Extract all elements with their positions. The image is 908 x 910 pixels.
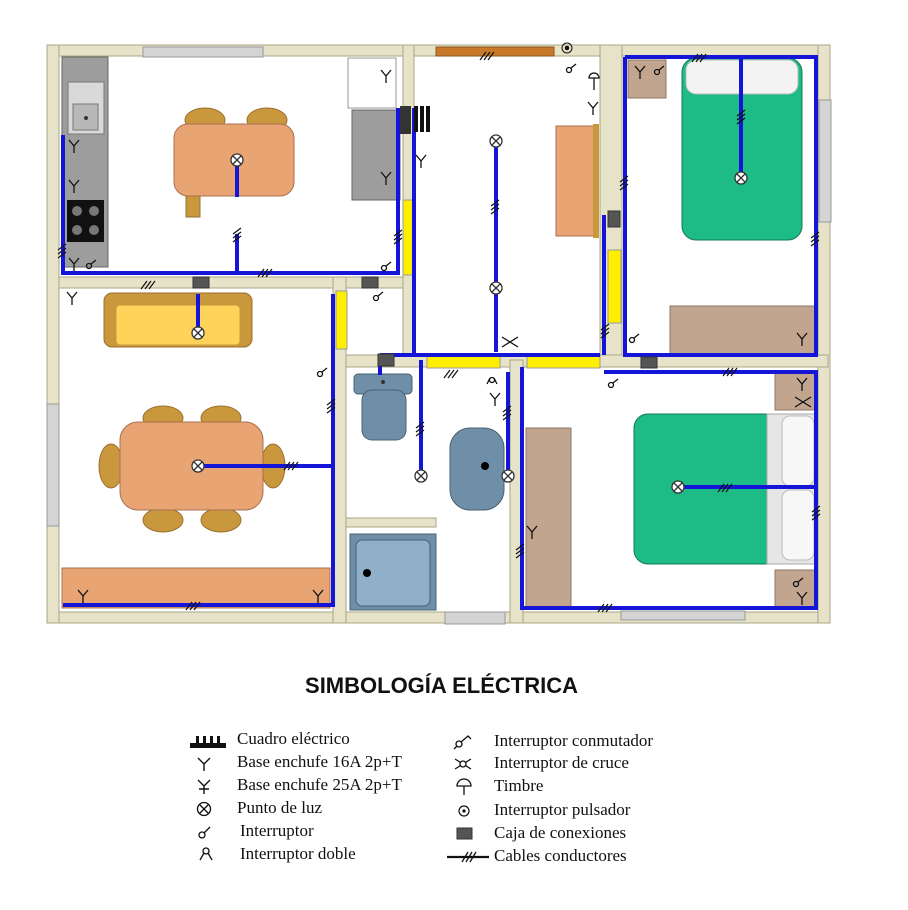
junction-box-icon <box>456 827 473 840</box>
socket-16a-icon <box>197 757 211 771</box>
cabinet-edge <box>593 124 599 238</box>
legend-label-cable-conductors: Cables conductores <box>494 846 627 865</box>
cable-ticks <box>57 51 821 613</box>
switch-icon <box>198 826 211 839</box>
hall-cabinet <box>555 125 597 237</box>
light-point-icon <box>196 801 212 817</box>
bedroom-1 <box>627 57 817 355</box>
doorbell-icon <box>456 778 472 795</box>
push-button-icon <box>458 805 470 817</box>
bathroom <box>349 373 505 611</box>
legend-label-junction-box: Caja de conexiones <box>494 823 627 842</box>
legend-label-push-button: Interruptor pulsador <box>494 800 631 819</box>
legend-label-doorbell: Timbre <box>494 776 544 795</box>
legend-label-switch: Interruptor <box>240 821 314 840</box>
legend-label-double-switch: Interruptor doble <box>240 844 356 863</box>
switches <box>85 42 812 588</box>
legend-label-cross-switch: Interruptor de cruce <box>494 753 629 772</box>
two-way-switch-icon <box>453 735 472 750</box>
dining-table <box>98 405 286 533</box>
electrical-panel-icon <box>190 736 226 748</box>
floor-plan <box>46 42 832 625</box>
junction-boxes <box>192 210 658 369</box>
electrical-panel <box>400 106 430 134</box>
double-switch-icon <box>199 847 213 861</box>
entrance-door <box>435 46 555 57</box>
legend-label-cuadro: Cuadro eléctrico <box>237 729 350 748</box>
legend-label-two-way-switch: Interruptor conmutador <box>494 731 654 750</box>
kitchen <box>61 56 401 268</box>
cross-switch-icon <box>454 758 472 770</box>
legend-title: SIMBOLOGÍA ELÉCTRICA <box>305 673 578 698</box>
windows <box>46 46 832 625</box>
cable-conductors-icon <box>447 851 489 863</box>
socket-25a-icon <box>197 779 211 794</box>
legend-label-light-point: Punto de luz <box>237 798 322 817</box>
sockets <box>66 65 808 605</box>
sofa <box>103 292 253 348</box>
light-points <box>191 134 748 494</box>
legend-label-socket-25a: Base enchufe 25A 2p+T <box>237 775 402 794</box>
wiring <box>61 55 818 610</box>
bedroom-2 <box>525 371 817 609</box>
legend-label-socket-16a: Base enchufe 16A 2p+T <box>237 752 402 771</box>
